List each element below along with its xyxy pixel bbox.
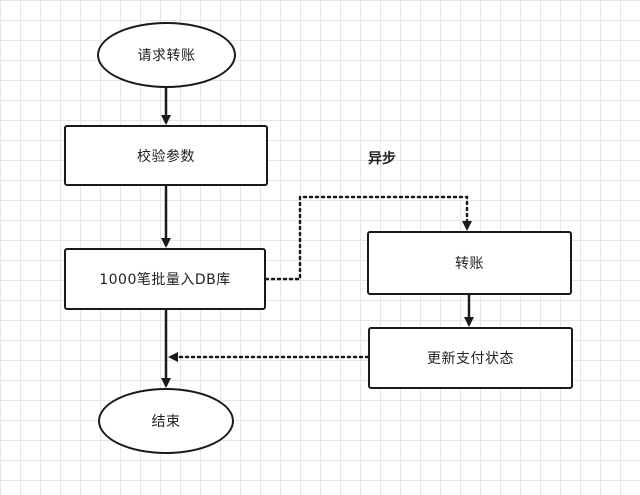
transfer-node-label: 转账 (455, 256, 484, 272)
update-status-label: 更新支付状态 (427, 351, 514, 367)
update-status-node: 更新支付状态 (368, 327, 573, 389)
batch-insert-label: 1000笔批量入DB库 (99, 272, 231, 288)
async-annotation-label: 异步 (368, 151, 396, 167)
end-node-label: 结束 (151, 414, 181, 430)
start-node-label: 请求转账 (137, 48, 196, 64)
batch-insert-node: 1000笔批量入DB库 (64, 248, 266, 310)
end-node: 结束 (98, 388, 234, 454)
async-annotation: 异步 (368, 148, 396, 168)
start-node: 请求转账 (97, 22, 236, 88)
validate-params-label: 校验参数 (137, 148, 195, 165)
validate-params-node: 校验参数 (64, 125, 268, 186)
transfer-node: 转账 (367, 231, 572, 295)
edge-batch-insert-to-transfer (264, 195, 472, 281)
